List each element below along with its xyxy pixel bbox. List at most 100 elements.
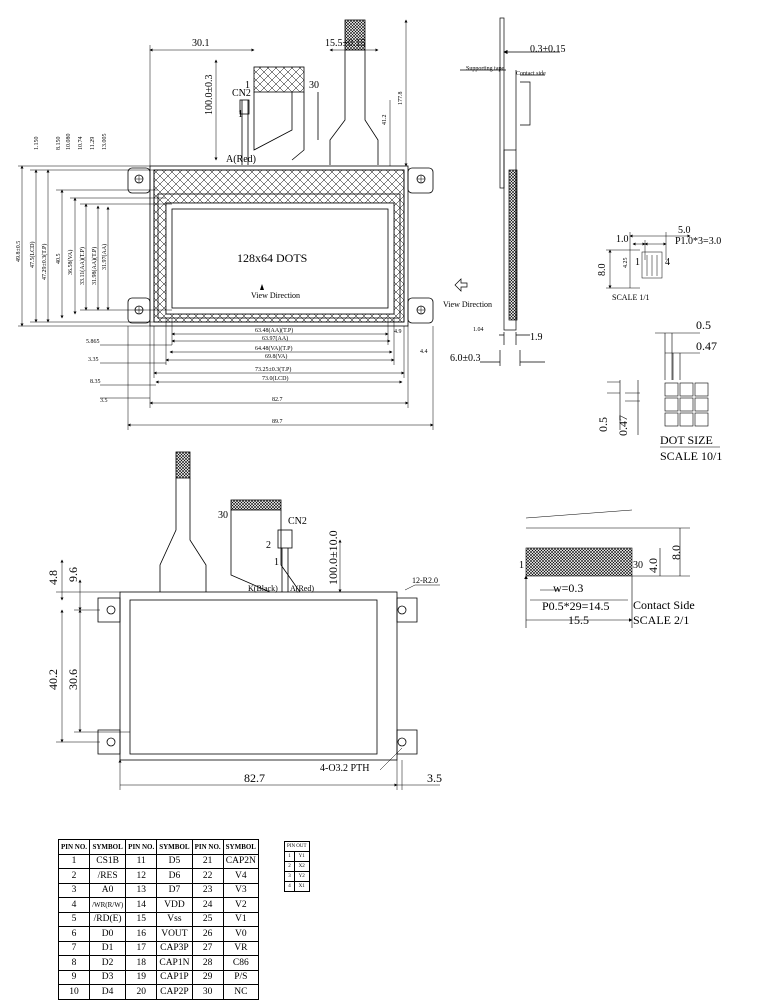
dim-73-0: 73.0(LCD)	[262, 375, 289, 382]
back-a-red-label: A(Red)	[290, 584, 314, 593]
dim-1150: 1.150	[34, 137, 40, 151]
module-outline	[149, 165, 409, 327]
table-cell: D0	[89, 926, 127, 942]
table-cell: X2	[293, 861, 310, 872]
pin-detail-4: 4	[665, 257, 670, 268]
top-view-labels: 128x64 DOTS View Direction CN2 1 30 A(Re…	[226, 80, 319, 300]
table-cell: 19	[125, 969, 158, 985]
dim-1-0: 1.0	[616, 234, 629, 245]
table-cell: 18	[125, 955, 158, 971]
dim-177: 177.8	[398, 92, 404, 106]
dim-1074: 10.74	[78, 137, 84, 151]
table-cell: /WR(R/W)	[89, 897, 127, 913]
back-view-labels: 4.8 9.6 40.2 30.6 82.7 3.5 100.0±10.0 CN…	[46, 510, 442, 785]
pin-detail-1: 1	[635, 257, 640, 268]
dot-size-title: DOT SIZE	[660, 433, 713, 447]
ear-tr	[407, 167, 434, 194]
table-cell: 4	[57, 897, 91, 913]
contact-w: w=0.3	[553, 581, 583, 595]
table-cell: V2	[222, 897, 259, 913]
table-cell: 20	[125, 984, 158, 1000]
table-cell: 29	[191, 969, 224, 985]
back-dim-82-7: 82.7	[244, 771, 265, 785]
dim-15-5: 15.5±0.15	[325, 38, 366, 49]
dim-64-48: 64.48(VA)(T.P)	[255, 345, 292, 352]
pin-out-title: PIN OUT	[284, 841, 310, 852]
dim-40-5: 40.5	[56, 254, 62, 265]
dim-1-9: 1.9	[530, 332, 543, 343]
table-cell: 15	[125, 911, 158, 927]
dot-size-scale: SCALE 10/1	[660, 449, 722, 463]
dim-49-8: 49.8±0.5	[16, 241, 22, 262]
dim-36-58: 36.58(VA)	[67, 250, 74, 275]
dim-4-4: 4.4	[420, 349, 428, 355]
k-black-label: K(Black)	[248, 584, 278, 593]
table-cell: V0	[222, 926, 259, 942]
table-cell: NC	[222, 984, 259, 1000]
dim-47-29: 47.29±0.3(T.P)	[41, 244, 48, 280]
back-outline	[119, 591, 398, 761]
table-cell: 10	[57, 984, 91, 1000]
top-dimensions	[18, 19, 434, 430]
ear-br	[407, 297, 434, 324]
pin30-label: 30	[309, 80, 319, 91]
dot-vdim-0-5: 0.5	[596, 417, 610, 432]
active-area	[171, 208, 389, 309]
contact-dim-8-0: 8.0	[669, 545, 683, 560]
dim-63-97: 63.97(AA)	[262, 335, 288, 342]
dim-5-0: 5.0	[678, 225, 691, 236]
table-cell: 12	[125, 868, 158, 884]
table-cell: VOUT	[156, 926, 193, 942]
dim-31-97: 31.97(AA)	[101, 244, 108, 270]
top-view	[127, 19, 434, 327]
back-dim-40-2: 40.2	[46, 669, 60, 690]
table-cell: P/S	[222, 969, 259, 985]
header-cell: SYMBOL	[156, 839, 193, 855]
back-dim-4-8: 4.8	[46, 570, 60, 585]
table-cell: 9	[57, 969, 91, 985]
dim-30-1: 30.1	[192, 38, 210, 49]
table-cell: CAP3P	[156, 940, 193, 956]
table-cell: 13	[125, 882, 158, 898]
pin-table-header: PIN NO. SYMBOL PIN NO. SYMBOL PIN NO. SY…	[57, 839, 259, 855]
table-cell: 6	[57, 926, 91, 942]
dim-1-04: 1.04	[473, 327, 484, 333]
dim-0-3: 0.3±0.15	[530, 44, 566, 55]
fpc-connector	[253, 66, 305, 93]
header-cell: PIN NO.	[125, 839, 158, 855]
dim-3-35: 3.35	[88, 357, 99, 363]
table-cell: 3	[284, 871, 295, 882]
contact-detail-labels: 1 30 4.0 8.0 w=0.3 P0.5*29=14.5 15.5 Con…	[519, 545, 695, 627]
dots-label: 128x64 DOTS	[237, 251, 307, 265]
table-cell: 27	[191, 940, 224, 956]
pin-detail-labels: 5.0 1.0 P1.0*3=3.0 8.0 4.25 1 4 SCALE 1/…	[597, 225, 721, 302]
table-cell: CS1B	[89, 853, 127, 869]
table-cell: 5	[57, 911, 91, 927]
back-pin30: 30	[218, 510, 228, 521]
contact-pin1: 1	[519, 560, 524, 571]
radius-label: 12-R2.0	[412, 576, 438, 585]
header-cell: SYMBOL	[89, 839, 127, 855]
dim-41: 41.2	[382, 115, 388, 126]
supporting-tape-label: Supporting tape	[466, 66, 504, 72]
header-cell: PIN NO.	[191, 839, 224, 855]
table-cell: CAP2P	[156, 984, 193, 1000]
dim-100: 100.0±0.3	[204, 75, 215, 116]
pin-detail-scale: SCALE 1/1	[612, 293, 650, 302]
side-view	[454, 17, 560, 366]
dot-vdim-0-47: 0.47	[616, 415, 630, 436]
table-cell: 7	[57, 940, 91, 956]
pin-detail	[606, 232, 691, 289]
holes-label: 4-O3.2 PTH	[320, 763, 369, 774]
dim-8-0: 8.0	[597, 264, 608, 277]
